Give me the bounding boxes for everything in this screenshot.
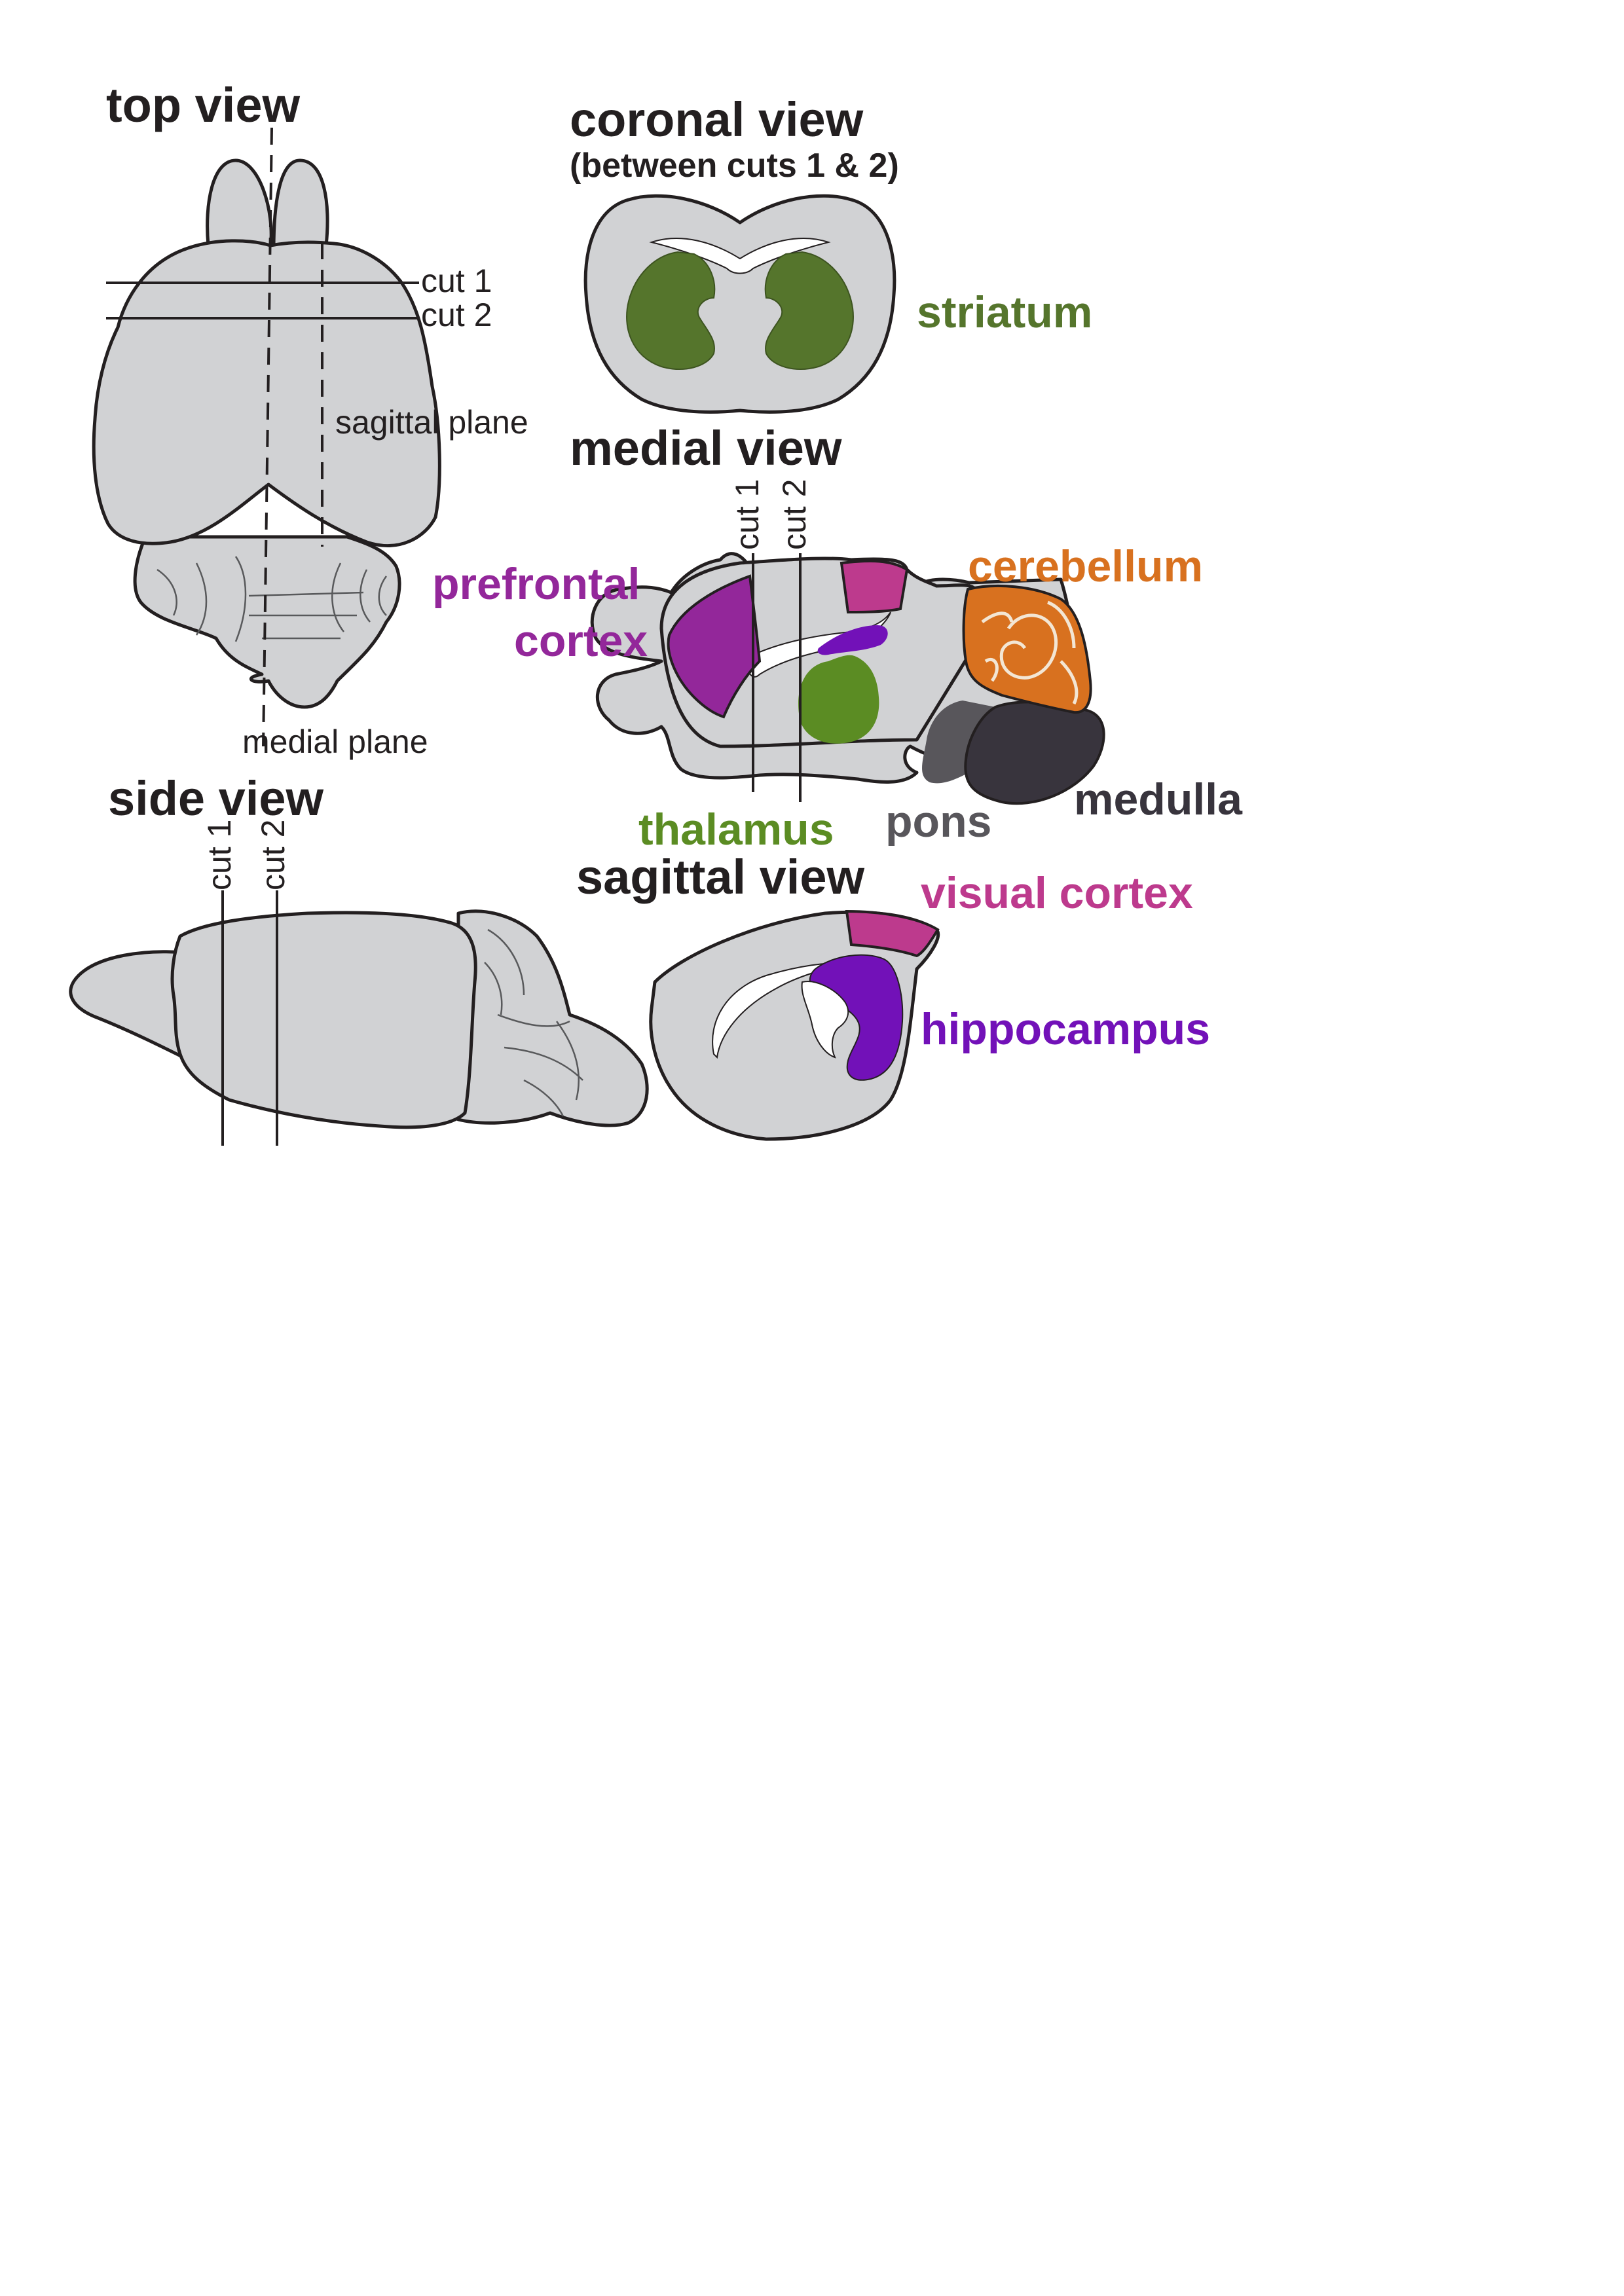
medial-cerebellum-folia xyxy=(981,600,1079,705)
sagittal-view-panel: sagittal view visual cortex hippocampus xyxy=(576,850,1210,1141)
medial-visual-cortex xyxy=(840,560,909,614)
medulla-label: medulla xyxy=(1074,774,1243,824)
medial-prefrontal-cortex xyxy=(667,574,762,719)
visual-cortex-label: visual cortex xyxy=(921,868,1193,918)
medial-cerebellum xyxy=(962,585,1092,714)
medial-thalamus xyxy=(798,655,879,744)
top-view-cut2-label: cut 2 xyxy=(421,297,492,333)
prefrontal-label-line1: prefrontal xyxy=(432,559,640,609)
top-view-cerebellum xyxy=(133,535,401,709)
side-view-panel: side view cut 1 cut 2 xyxy=(69,771,649,1146)
medial-hippocampus xyxy=(817,625,888,655)
top-view-olfactory-bulb-left xyxy=(206,158,273,251)
top-view-title: top view xyxy=(106,78,300,132)
side-view-cut2-label: cut 2 xyxy=(255,820,291,890)
coronal-view-subtitle: (between cuts 1 & 2) xyxy=(570,147,899,185)
top-view-sagittal-plane-label: sagittal plane xyxy=(335,404,528,441)
top-view-medial-plane-label: medial plane xyxy=(242,723,428,760)
hippocampus-label: hippocampus xyxy=(921,1004,1210,1054)
top-view-cerebellum-folds xyxy=(157,556,388,642)
side-view-hindbrain-folds xyxy=(484,928,583,1117)
side-view-cut1-label: cut 1 xyxy=(201,820,238,890)
prefrontal-label-line2: cortex xyxy=(514,616,648,666)
medial-view-panel: medial view cut 1 cut 2 prefrontal corte… xyxy=(432,421,1243,854)
top-view-medial-plane-line xyxy=(262,127,273,747)
coronal-striatum-right xyxy=(764,251,854,370)
medial-cut2-label: cut 2 xyxy=(776,479,813,550)
sagittal-hippocampus-inner xyxy=(801,981,849,1059)
sagittal-visual-cortex xyxy=(845,909,940,958)
thalamus-label: thalamus xyxy=(638,805,834,854)
coronal-ventricle xyxy=(649,238,831,274)
top-view-cut1-label: cut 1 xyxy=(421,263,492,299)
medial-pons xyxy=(922,701,995,784)
medial-cut1-label: cut 1 xyxy=(729,479,766,550)
coronal-view-panel: coronal view (between cuts 1 & 2) striat… xyxy=(570,92,1092,414)
top-view-olfactory-bulb-right xyxy=(272,158,329,251)
sagittal-view-title: sagittal view xyxy=(576,850,865,904)
striatum-label: striatum xyxy=(917,287,1092,337)
side-view-cerebrum xyxy=(170,911,477,1129)
side-view-title: side view xyxy=(108,771,324,826)
coronal-view-title: coronal view xyxy=(570,92,864,147)
cerebellum-label: cerebellum xyxy=(968,541,1203,591)
side-view-olfactory-bulb xyxy=(69,950,192,1063)
medial-view-title: medial view xyxy=(570,421,842,475)
pons-label: pons xyxy=(885,797,991,847)
coronal-striatum-left xyxy=(626,251,716,370)
top-view-panel: top view cut 1 cut 2 sagittal plane medi… xyxy=(92,78,528,760)
side-view-hindbrain xyxy=(456,909,649,1127)
